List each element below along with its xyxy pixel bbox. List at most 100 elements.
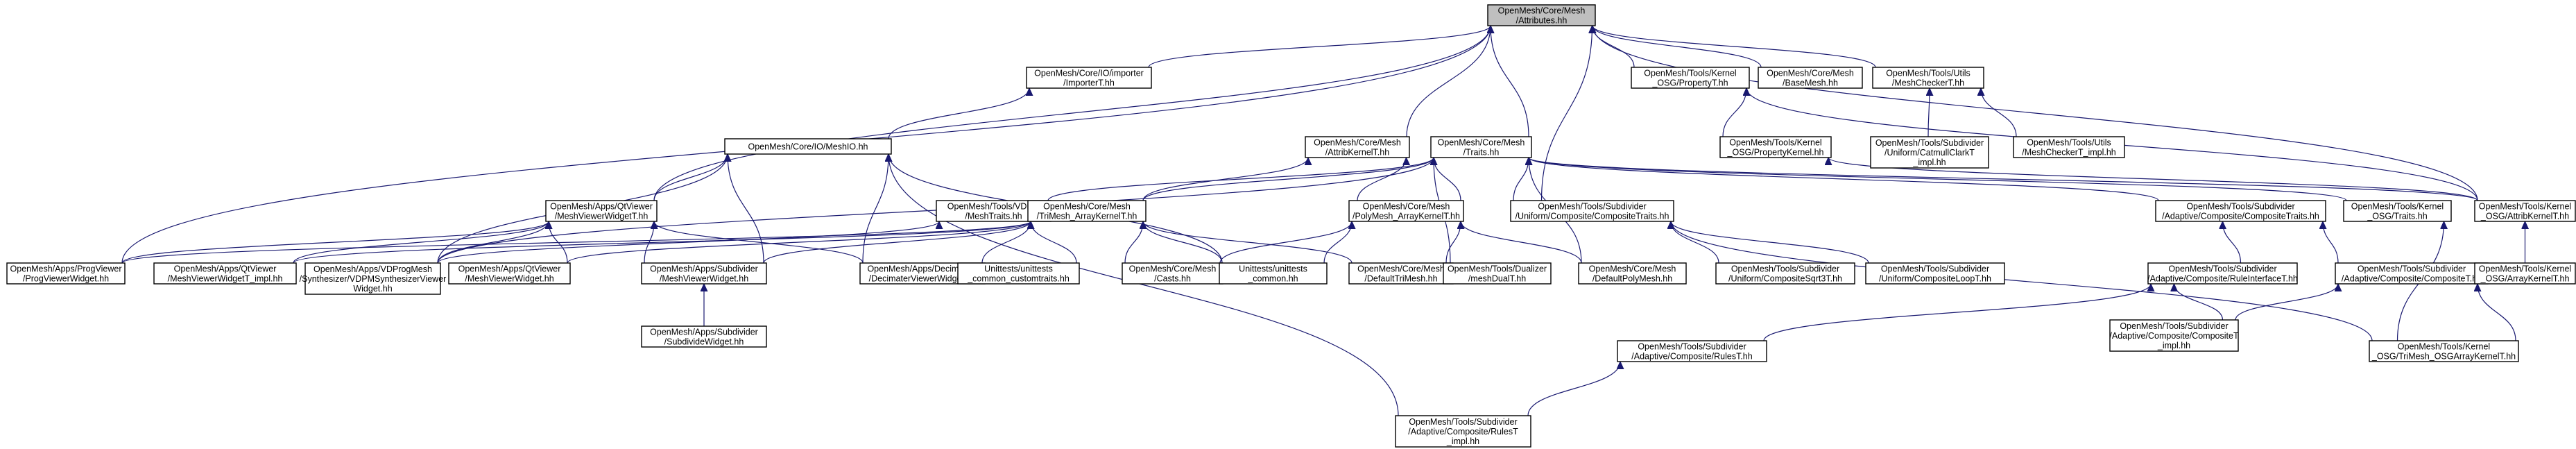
file-node[interactable]: OpenMesh/Tools/Utils/MeshCheckerT_impl.h… [2013,136,2125,158]
file-node-box [641,262,767,285]
file-node-label: /ImporterT.hh [1063,78,1115,88]
dependency-edge [1513,158,1529,201]
file-node-box [2474,200,2576,222]
file-node-label: OpenMesh/Apps/QtViewer [458,264,561,274]
file-node[interactable]: OpenMesh/Tools/Subdivider/Uniform/Catmul… [1870,136,1989,169]
file-node[interactable]: OpenMesh/Tools/Subdivider/Adaptive/Compo… [1617,340,1767,362]
file-node[interactable]: OpenMesh/Tools/Kernel_OSG/TriMesh_OSGArr… [2369,340,2519,362]
file-node[interactable]: OpenMesh/Core/Mesh/DefaultPolyMesh.hh [1578,262,1687,285]
file-node[interactable]: OpenMesh/Apps/QtViewer/MeshViewerWidget.… [448,262,571,285]
file-node-box [545,200,658,222]
dependency-edge [1124,221,1143,264]
file-node-label: OpenMesh/Tools/Subdivider [1881,264,1989,274]
file-node[interactable]: OpenMesh/Apps/QtViewer/MeshViewerWidgetT… [153,262,297,285]
file-node-label: OpenMesh/Core/Mesh [1767,69,1854,78]
dependency-edge [1445,221,1461,264]
file-node-label: OpenMesh/Core/Mesh [1357,264,1445,274]
file-node[interactable]: OpenMesh/Core/IO/importer/ImporterT.hh [1026,67,1152,89]
file-node[interactable]: OpenMesh/Core/Mesh/BaseMesh.hh [1758,67,1863,89]
file-node[interactable]: OpenMesh/Core/Mesh/Traits.hh [1430,136,1532,158]
file-node-box [304,262,441,295]
file-node-box [724,138,892,155]
file-node-label: OpenMesh/Tools/Dualizer [1448,264,1547,274]
file-node[interactable]: OpenMesh/Tools/Subdivider/Adaptive/Compo… [1395,415,1531,448]
file-node[interactable]: OpenMesh/Tools/Subdivider/Uniform/Compos… [1510,200,1674,222]
file-node-label: /MeshViewerWidget.hh [465,274,553,284]
file-node[interactable]: OpenMesh/Tools/Kernel_OSG/Traits.hh [2343,200,2452,222]
file-node-label: _OSG/PropertyKernel.hh [1727,148,1824,158]
file-node-box [1715,262,1855,285]
file-node[interactable]: OpenMesh/Tools/Kernel_OSG/ArrayKernelT.h… [2474,262,2576,285]
dependency-edge [1981,88,2017,137]
root-file-node[interactable]: OpenMesh/Core/Mesh/Attributes.hh [1487,4,1596,26]
file-node[interactable]: OpenMesh/Core/Mesh/TriMesh_ArrayKernelT.… [1027,200,1147,222]
file-node[interactable]: Unittests/unittests_common.hh [1219,262,1328,285]
file-node[interactable]: OpenMesh/Tools/Subdivider/Adaptive/Compo… [2109,319,2239,352]
file-node-label: Unittests/unittests [1239,264,1307,274]
file-node-box [1348,200,1464,222]
file-node-box [1631,67,1750,89]
file-node[interactable]: OpenMesh/Apps/Subdivider/SubdivideWidget… [641,325,767,348]
file-node[interactable]: OpenMesh/Tools/Subdivider/Uniform/Compos… [1865,262,2005,285]
file-node[interactable]: OpenMesh/Tools/Subdivider/Adaptive/Compo… [2335,262,2489,285]
file-node[interactable]: OpenMesh/Tools/Dualizer/meshDualT.hh [1443,262,1552,285]
file-node[interactable]: OpenMesh/Apps/Subdivider/MeshViewerWidge… [641,262,767,285]
file-node-label: /Uniform/Composite/CompositeTraits.hh [1515,212,1669,221]
file-node-box [1578,262,1687,285]
file-node-label: OpenMesh/Tools/VDPM [947,202,1040,212]
dependency-edge [293,221,549,264]
dependency-edge [1592,26,2478,201]
dependency-edge [1357,158,1407,201]
file-node-label: OpenMesh/Tools/Subdivider [1538,202,1646,212]
file-node-label: /AttribKernelT.hh [1325,148,1389,158]
file-node-label: OpenMesh/Tools/Kernel [2398,342,2490,352]
file-node-box [641,325,767,348]
file-node[interactable]: OpenMesh/Core/Mesh/Casts.hh [1122,262,1223,285]
file-node[interactable]: Unittests/unittests_common_customtraits.… [957,262,1080,285]
dependency-edge [437,221,939,264]
file-node[interactable]: OpenMesh/Apps/QtViewer/MeshViewerWidgetT… [545,200,658,222]
file-node[interactable]: OpenMesh/Tools/Subdivider/Adaptive/Compo… [2147,262,2298,285]
file-node[interactable]: OpenMesh/Apps/VDProgMesh/Synthesizer/VDP… [300,262,447,295]
dependency-edge [2323,221,2339,264]
file-node[interactable]: OpenMesh/Tools/Subdivider/Uniform/Compos… [1715,262,1855,285]
dependency-edge [862,154,888,264]
file-node-label: _OSG/PropertyT.hh [1651,78,1728,88]
file-node-label: OpenMesh/Apps/QtViewer [174,264,277,274]
file-node-label: OpenMesh/Tools/Kernel [2479,264,2571,274]
file-node-label: /meshDualT.hh [1468,274,1526,284]
file-node-box [1510,200,1674,222]
dependency-edge [1722,88,1746,137]
dependency-edge [549,221,568,264]
file-node[interactable]: OpenMesh/Core/Mesh/AttribKernelT.hh [1305,136,1410,158]
dependency-edge [1219,221,1352,264]
dependency-edge [888,154,1399,416]
dependency-edge [653,26,1491,201]
dependency-edge [1540,26,1592,201]
file-node-label: OpenMesh/Apps/VDProgMesh [314,264,432,274]
dependency-edge [653,154,728,201]
file-node[interactable]: OpenMesh/Apps/ProgViewer/ProgViewerWidge… [6,262,126,285]
dependency-edge [2174,284,2224,321]
file-node[interactable]: OpenMesh/Core/IO/MeshIO.hh [724,138,892,155]
dependency-edge [1142,158,1434,201]
file-node[interactable]: OpenMesh/Tools/Subdivider/Adaptive/Compo… [2155,200,2326,222]
dependency-edge [1529,158,2159,201]
file-node-label: /MeshViewerWidgetT.hh [555,212,649,221]
file-node-label: OpenMesh/Apps/Subdivider [650,264,758,274]
file-node[interactable]: OpenMesh/Tools/Kernel_OSG/PropertyT.hh [1631,67,1750,89]
file-node[interactable]: OpenMesh/Tools/Kernel_OSG/AttribKernelT.… [2474,200,2576,222]
file-node[interactable]: OpenMesh/Core/Mesh/DefaultTriMesh.hh [1348,262,1454,285]
file-node[interactable]: OpenMesh/Tools/Kernel_OSG/PropertyKernel… [1719,136,1832,158]
dependency-edge [1928,88,1930,137]
file-node-label: /Uniform/CompositeSqrt3T.hh [1728,274,1842,284]
file-node[interactable]: OpenMesh/Tools/Utils/MeshCheckerT.hh [1872,67,1984,89]
file-node-box [1430,136,1532,158]
file-node[interactable]: OpenMesh/Core/Mesh/PolyMesh_ArrayKernelT… [1348,200,1464,222]
node-layer: OpenMesh/Core/Mesh/Attributes.hhOpenMesh… [6,4,2576,448]
file-node-label: OpenMesh/Tools/Subdivider [2168,264,2276,274]
dependency-edge [1592,26,1762,68]
file-node-label: OpenMesh/Tools/Subdivider [1731,264,1839,274]
dependency-edge [1671,221,1869,264]
